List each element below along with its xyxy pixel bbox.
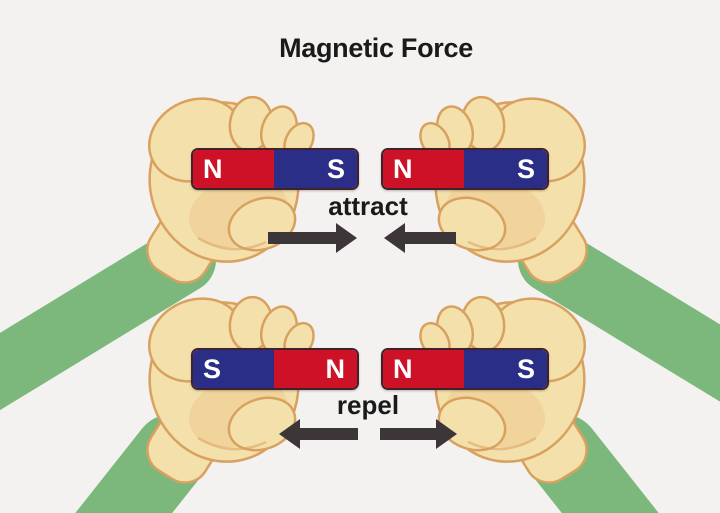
- magnet-half: N: [193, 150, 274, 188]
- pole-label: S: [516, 153, 535, 184]
- pole-label: S: [203, 353, 222, 384]
- attract-arrow-right-pointing-icon: [268, 223, 357, 253]
- attract-arrow-left-pointing-icon: [384, 223, 456, 253]
- pole-label: N: [203, 153, 223, 184]
- pole-label: N: [393, 153, 413, 184]
- sleeve-top-right: [518, 227, 720, 402]
- magnet-top-right: N S: [381, 148, 549, 190]
- magnet-half: N: [383, 350, 464, 388]
- magnet-bottom-right: N S: [381, 348, 549, 390]
- pole-label: N: [325, 353, 346, 384]
- magnet-half: S: [464, 150, 547, 188]
- magnet-top-left: N S: [191, 148, 359, 190]
- repel-arrow-right-pointing-icon: [380, 419, 457, 449]
- magnet-half: N: [383, 150, 464, 188]
- attract-label: attract: [328, 191, 408, 221]
- magnet-half: N: [274, 350, 357, 388]
- repel-arrow-left-pointing-icon: [279, 419, 358, 449]
- magnet-half: S: [274, 150, 357, 188]
- magnet-half: S: [193, 350, 274, 388]
- pole-label: S: [516, 353, 535, 384]
- page-title: Magnetic Force: [279, 33, 473, 63]
- magnet-half: S: [464, 350, 547, 388]
- sleeve-top-left: [0, 227, 216, 411]
- repel-label: repel: [336, 390, 400, 420]
- pole-label: N: [393, 353, 413, 384]
- pole-label: S: [326, 153, 345, 184]
- magnet-bottom-left: S N: [191, 348, 359, 390]
